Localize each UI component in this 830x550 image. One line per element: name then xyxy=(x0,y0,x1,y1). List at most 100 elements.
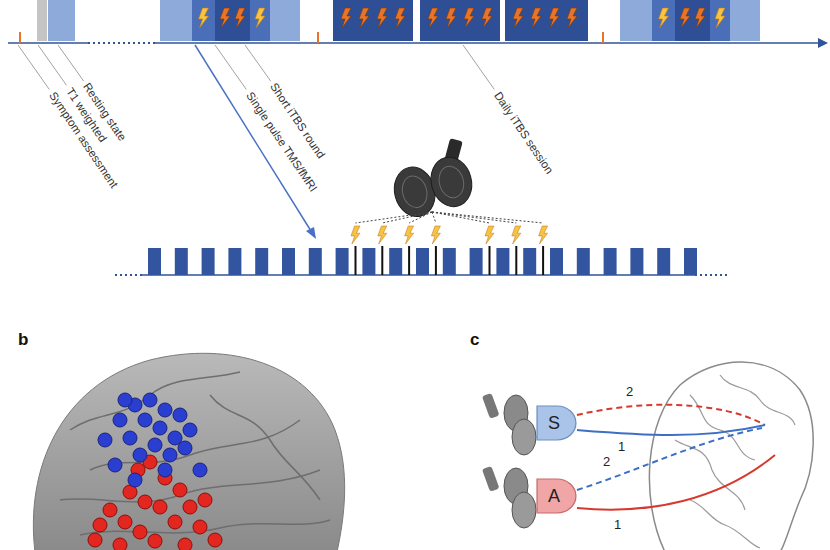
fmri-volume xyxy=(175,248,188,275)
leader-line xyxy=(18,45,49,89)
stimulation-bolt xyxy=(235,8,245,28)
zoom-axis-gap xyxy=(115,274,142,276)
fmri-volume xyxy=(470,248,483,275)
leader-line xyxy=(215,45,246,89)
dotted-lead xyxy=(356,212,433,223)
target-dot xyxy=(173,483,187,497)
target-dot xyxy=(208,533,222,547)
assessment-tick xyxy=(602,32,604,43)
stimulation-bolt xyxy=(405,226,414,244)
session-block xyxy=(730,0,760,41)
fmri-volume xyxy=(657,248,670,275)
zoom-arrow xyxy=(195,45,311,231)
stimulation-bolt xyxy=(695,8,705,28)
coil-ring xyxy=(399,173,430,210)
fmri-volume xyxy=(604,248,617,275)
tms-pulse xyxy=(489,246,491,275)
target-dot xyxy=(138,495,152,509)
fmri-volume xyxy=(228,248,241,275)
stimulation-bolt xyxy=(431,226,440,244)
target-dot xyxy=(178,441,192,455)
target-dot xyxy=(118,515,132,529)
stimulation-bolt xyxy=(359,8,369,28)
fmri-volume xyxy=(336,248,349,275)
timeline-arrowhead xyxy=(818,38,828,48)
leader-line xyxy=(58,45,84,81)
stimulation-bolt xyxy=(428,8,438,28)
leader-line xyxy=(463,45,494,89)
tms-coil xyxy=(482,393,536,455)
fmri-volume xyxy=(202,248,215,275)
fmri-volume xyxy=(684,248,697,275)
target-dot xyxy=(98,433,112,447)
session-block xyxy=(192,0,215,41)
brain-outline xyxy=(649,362,813,550)
target-dot xyxy=(153,500,167,514)
session-block xyxy=(215,0,250,41)
target-dot xyxy=(198,493,212,507)
tms-pulse xyxy=(435,246,437,275)
session-block xyxy=(675,0,710,41)
target-dot xyxy=(93,518,107,532)
tms-coil xyxy=(482,466,536,528)
pathway-number: 1 xyxy=(614,518,621,532)
stimulation-bolt xyxy=(395,8,405,28)
stimulation-bolt xyxy=(378,226,387,244)
target-dot xyxy=(183,423,197,437)
stimulation-bolt xyxy=(341,8,351,28)
dotted-lead xyxy=(409,212,432,223)
target-dot xyxy=(173,408,187,422)
coil-site-s: S xyxy=(536,405,578,441)
fmri-volume xyxy=(148,248,161,275)
dotted-lead xyxy=(382,212,432,223)
stimulation-bolt xyxy=(513,8,523,28)
brain-sulci xyxy=(675,375,795,548)
fmri-volume xyxy=(550,248,563,275)
session-block xyxy=(160,0,192,41)
target-dot xyxy=(168,515,182,529)
node-text: A xyxy=(548,486,566,506)
fmri-volume xyxy=(255,248,268,275)
target-dot xyxy=(163,448,177,462)
tms-pulse xyxy=(515,246,517,275)
t1-block xyxy=(37,0,47,41)
fmri-volume xyxy=(523,248,536,275)
pathway-solid xyxy=(577,425,765,435)
session-block xyxy=(652,0,675,41)
target-dot xyxy=(193,520,207,534)
target-dot xyxy=(193,463,207,477)
target-dot xyxy=(178,538,192,550)
assessment-tick xyxy=(19,32,21,43)
target-dot xyxy=(133,448,147,462)
target-dot xyxy=(148,438,162,452)
stimulation-bolt xyxy=(531,8,541,28)
dotted-lead xyxy=(432,212,436,223)
coil-site-a: A xyxy=(536,478,578,514)
coil-wing xyxy=(426,153,478,212)
node-outline xyxy=(537,406,576,440)
pathway-number: 1 xyxy=(618,440,625,454)
resting-block xyxy=(48,0,75,41)
fmri-volume xyxy=(416,248,429,275)
timeline-gap xyxy=(88,42,155,44)
tms-coil xyxy=(384,135,478,221)
tms-pulse xyxy=(408,246,410,275)
pathway-number: 2 xyxy=(626,385,633,399)
coil-ring xyxy=(436,163,467,200)
target-dot xyxy=(108,458,122,472)
target-dot xyxy=(118,393,132,407)
stimulation-bolt xyxy=(446,8,456,28)
session-block xyxy=(620,0,652,41)
target-dot xyxy=(133,525,147,539)
target-dot xyxy=(153,421,167,435)
stimulation-bolt xyxy=(464,8,474,28)
session-block xyxy=(250,0,270,41)
fmri-volume xyxy=(630,248,643,275)
node-outline xyxy=(537,479,576,513)
tms-pulse xyxy=(381,246,383,275)
stimulation-bolt xyxy=(377,8,387,28)
stimulation-bolt xyxy=(351,226,360,244)
leader-line xyxy=(245,45,271,81)
stimulation-bolt xyxy=(715,8,725,28)
